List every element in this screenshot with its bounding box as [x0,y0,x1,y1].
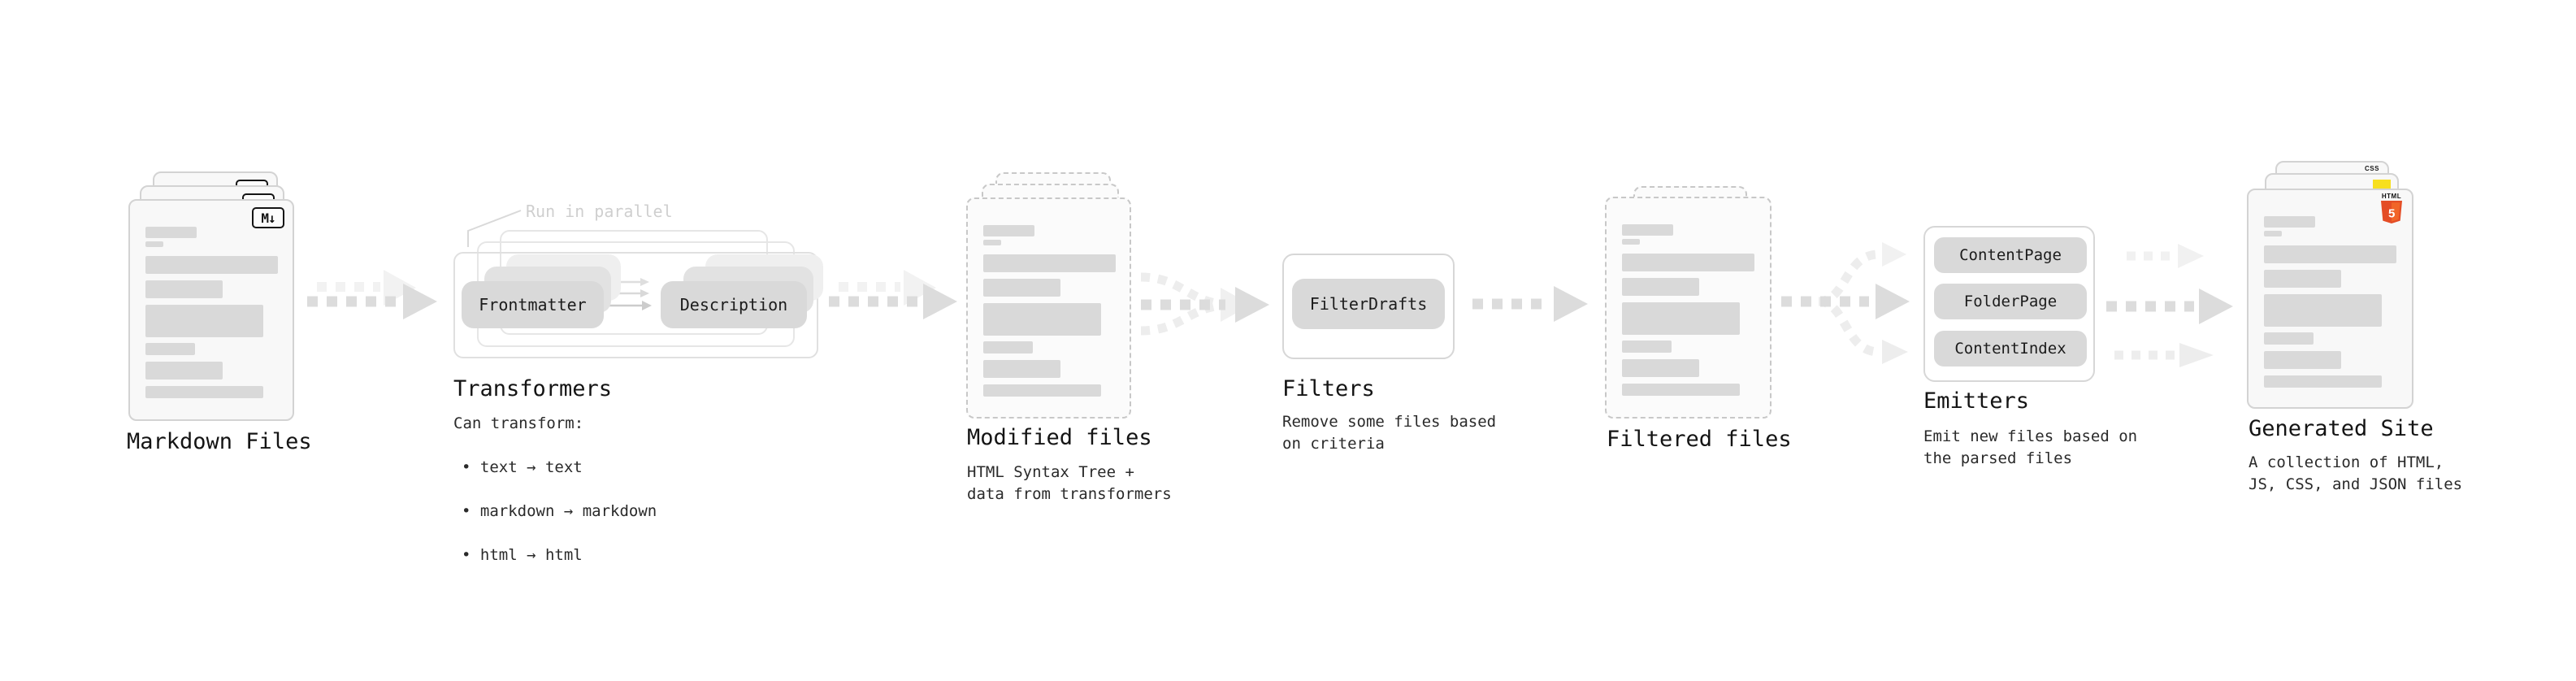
transform-bullet: • markdown → markdown [462,502,657,520]
generated-site-description: A collection of HTML, JS, CSS, and JSON … [2249,453,2463,493]
html5-number: 5 [2388,207,2395,221]
skeleton-text-bar [2264,375,2382,388]
emitters-description: Emit new files based on the parsed files [1923,427,2138,467]
skeleton-text-bar [1622,224,1673,236]
arrow-filtered-to-emitters [1781,242,1910,364]
arrow-modified-to-filters [1140,272,1269,336]
modified-files-description: HTML Syntax Tree + data from transformer… [967,463,1172,503]
run-in-parallel-label: Run in parallel [526,202,673,221]
stage-title-emitters: Emitters [1923,388,2030,414]
stage-title-modified-files: Modified files [967,425,1152,450]
skeleton-text-bar [145,280,223,298]
skeleton-text-bar [2264,351,2341,369]
transformers-subtitle: Can transform: [453,414,584,432]
skeleton-text-bar [145,305,263,337]
skeleton-text-bar [983,279,1060,297]
arrow-markdown-to-transformers [307,270,437,319]
markdown-file-card: M↓ [128,199,294,421]
skeleton-text-bar [983,360,1060,378]
skeleton-text-bar [2264,332,2314,345]
skeleton-text-bar [983,303,1101,336]
skeleton-text-bar [145,227,197,238]
html5-icon: HTML 5 [2380,193,2403,223]
skeleton-text-bar [983,225,1034,236]
skeleton-text-bar [2264,294,2382,327]
html5-shield: 5 [2381,201,2402,223]
skeleton-text-bar [983,254,1116,272]
stage-title-transformers: Transformers [453,376,613,401]
stage-title-markdown-files: Markdown Files [127,429,312,454]
skeleton-text-bar [983,384,1101,397]
arrow-emitters-to-generated [2106,244,2233,367]
transformers-bullets: • text → text • markdown → markdown • ht… [462,435,657,588]
arrow-transformers-to-modified [829,270,957,319]
transform-bullet: • text → text [462,458,583,476]
skeleton-text-bar [983,240,1001,245]
skeleton-text-bar [2264,270,2341,288]
skeleton-text-bar [2264,216,2315,228]
skeleton-text-bar [1622,384,1740,396]
generated-file-card: HTML 5 [2247,189,2413,409]
transformer-frame-front [453,252,818,358]
skeleton-text-bar [1622,239,1640,245]
skeleton-text-bar [145,343,195,355]
skeleton-text-bar [1622,278,1699,296]
filtered-file-card [1605,197,1772,419]
markdown-icon-glyph: M↓ [261,210,275,226]
filterdrafts-node: FilterDrafts [1292,279,1445,329]
filters-description: Remove some files based on criteria [1282,413,1497,453]
markdown-icon: M↓ [252,207,284,228]
arrow-filters-to-filtered [1472,286,1588,322]
skeleton-text-bar [145,362,223,380]
contentpage-node: ContentPage [1934,237,2087,273]
stage-title-generated-site: Generated Site [2249,416,2434,441]
stage-title-filters: Filters [1282,376,1375,401]
folderpage-node: FolderPage [1934,284,2087,319]
skeleton-text-bar [145,256,278,274]
skeleton-text-bar [145,241,163,247]
skeleton-text-bar [145,386,263,398]
skeleton-text-bar [1622,254,1754,271]
frontmatter-node: Frontmatter [462,281,604,328]
skeleton-text-bar [983,341,1033,354]
html5-icon-label: HTML [2381,193,2402,200]
modified-file-card [966,197,1131,419]
skeleton-text-bar [2264,231,2282,236]
stage-title-filtered-files: Filtered files [1607,427,1792,452]
css-icon-label: CSS [2365,165,2379,172]
skeleton-text-bar [1622,340,1672,353]
skeleton-text-bar [2264,245,2396,263]
transform-bullet: • html → html [462,546,583,564]
description-node: Description [661,281,807,328]
skeleton-text-bar [1622,302,1740,335]
callout-line [467,210,522,247]
skeleton-text-bar [1622,359,1699,377]
javascript-icon [2373,180,2391,189]
contentindex-node: ContentIndex [1934,331,2087,367]
